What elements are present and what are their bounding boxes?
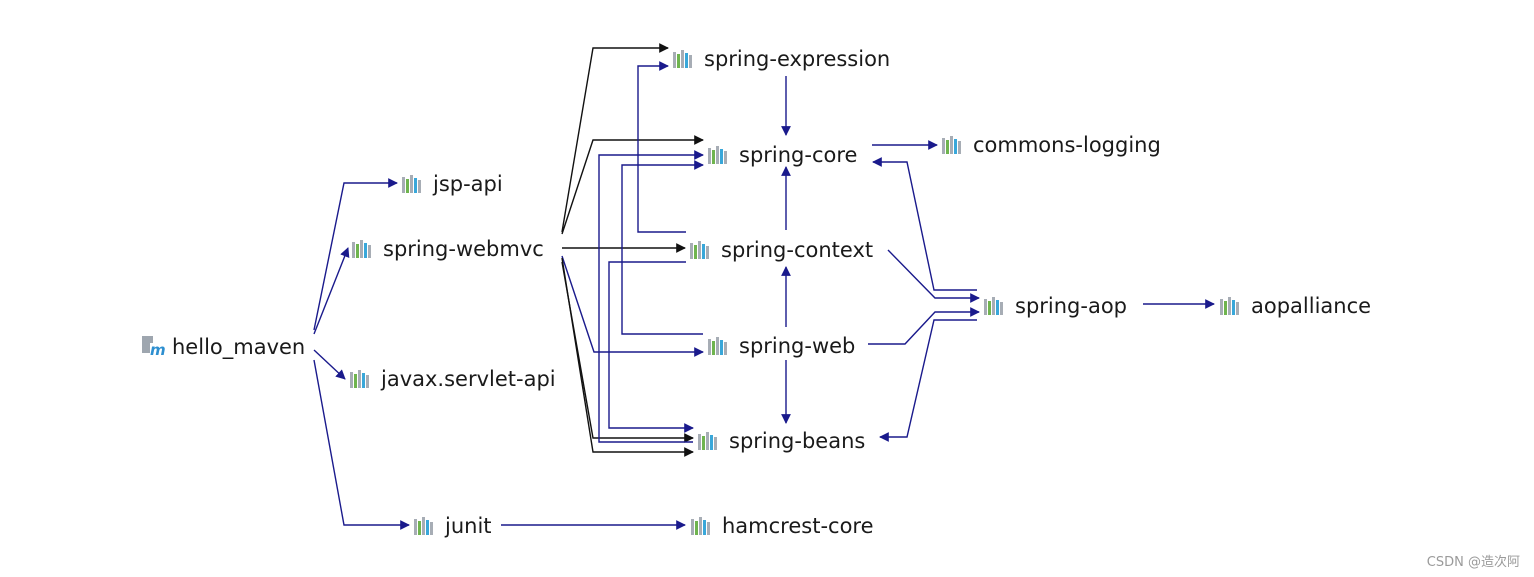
node-label: spring-webmvc — [383, 237, 544, 261]
node-label: javax.servlet-api — [380, 367, 556, 391]
edge-spring-context-to-spring-expression — [637, 61, 686, 233]
node-hamcrest-core[interactable]: hamcrest-core — [691, 514, 874, 538]
node-label: hamcrest-core — [722, 514, 874, 538]
edge-spring-context-to-spring-aop — [887, 249, 980, 303]
library-icon — [352, 240, 371, 258]
edges-layer — [313, 43, 1215, 530]
node-label: spring-context — [721, 238, 873, 262]
node-label: spring-expression — [704, 47, 890, 71]
library-icon — [942, 136, 961, 154]
svg-text:m: m — [150, 341, 166, 359]
library-icon — [690, 241, 709, 259]
node-label: spring-core — [739, 143, 857, 167]
node-label: aopalliance — [1251, 294, 1371, 318]
library-icon — [350, 370, 369, 388]
edge-spring-beans-to-spring-core — [598, 150, 704, 443]
edge-spring-webmvc-to-spring-aop — [561, 261, 694, 443]
library-icon — [698, 432, 717, 450]
node-javax.servlet-api[interactable]: javax.servlet-api — [350, 367, 556, 391]
node-commons-logging[interactable]: commons-logging — [942, 133, 1161, 157]
node-spring-beans[interactable]: spring-beans — [698, 429, 865, 453]
edge-spring-web-to-spring-core — [621, 160, 704, 335]
edge-spring-webmvc-to-spring-expression — [561, 43, 669, 233]
node-spring-context[interactable]: spring-context — [690, 238, 873, 262]
edge-spring-context-to-spring-beans — [608, 261, 694, 433]
node-label: spring-web — [739, 334, 855, 358]
node-spring-aop[interactable]: spring-aop — [984, 294, 1127, 318]
library-icon — [984, 297, 1003, 315]
library-icon — [691, 517, 710, 535]
library-icon — [708, 146, 727, 164]
node-jsp-api[interactable]: jsp-api — [402, 172, 503, 196]
library-icon — [673, 50, 692, 68]
node-aopalliance[interactable]: aopalliance — [1220, 294, 1371, 318]
edge-hello_maven-to-javax.servlet-api — [313, 349, 346, 380]
edge-spring-webmvc-to-spring-beans — [561, 257, 694, 457]
node-spring-webmvc[interactable]: spring-webmvc — [352, 237, 544, 261]
edge-spring-aop-to-spring-core — [872, 157, 977, 291]
node-label: junit — [444, 514, 492, 538]
edge-hello_maven-to-jsp-api — [313, 178, 398, 331]
library-icon — [402, 175, 421, 193]
node-label: commons-logging — [973, 133, 1161, 157]
node-spring-core[interactable]: spring-core — [708, 143, 857, 167]
edge-spring-webmvc-to-spring-core — [561, 135, 704, 235]
node-hello_maven[interactable]: m hello_maven — [142, 335, 305, 360]
node-spring-expression[interactable]: spring-expression — [673, 47, 890, 71]
library-icon — [414, 517, 433, 535]
watermark: CSDN @造次阿 — [1426, 555, 1520, 570]
node-spring-web[interactable]: spring-web — [708, 334, 855, 358]
node-label: hello_maven — [172, 335, 305, 360]
edge-spring-webmvc-to-spring-web — [561, 255, 704, 357]
maven-module-icon: m — [142, 336, 166, 359]
edge-hello_maven-to-spring-webmvc — [313, 247, 350, 335]
library-icon — [1220, 297, 1239, 315]
edge-spring-aop-to-spring-beans — [879, 319, 977, 442]
library-icon — [708, 337, 727, 355]
node-label: spring-beans — [729, 429, 865, 453]
node-junit[interactable]: junit — [414, 514, 492, 538]
edge-hello_maven-to-junit — [313, 359, 410, 530]
edge-spring-web-to-spring-aop — [868, 307, 980, 345]
node-label: spring-aop — [1015, 294, 1127, 318]
node-label: jsp-api — [432, 172, 503, 196]
nodes-layer: m hello_maven jsp-api spring-webmvc javax.se… — [142, 47, 1371, 538]
